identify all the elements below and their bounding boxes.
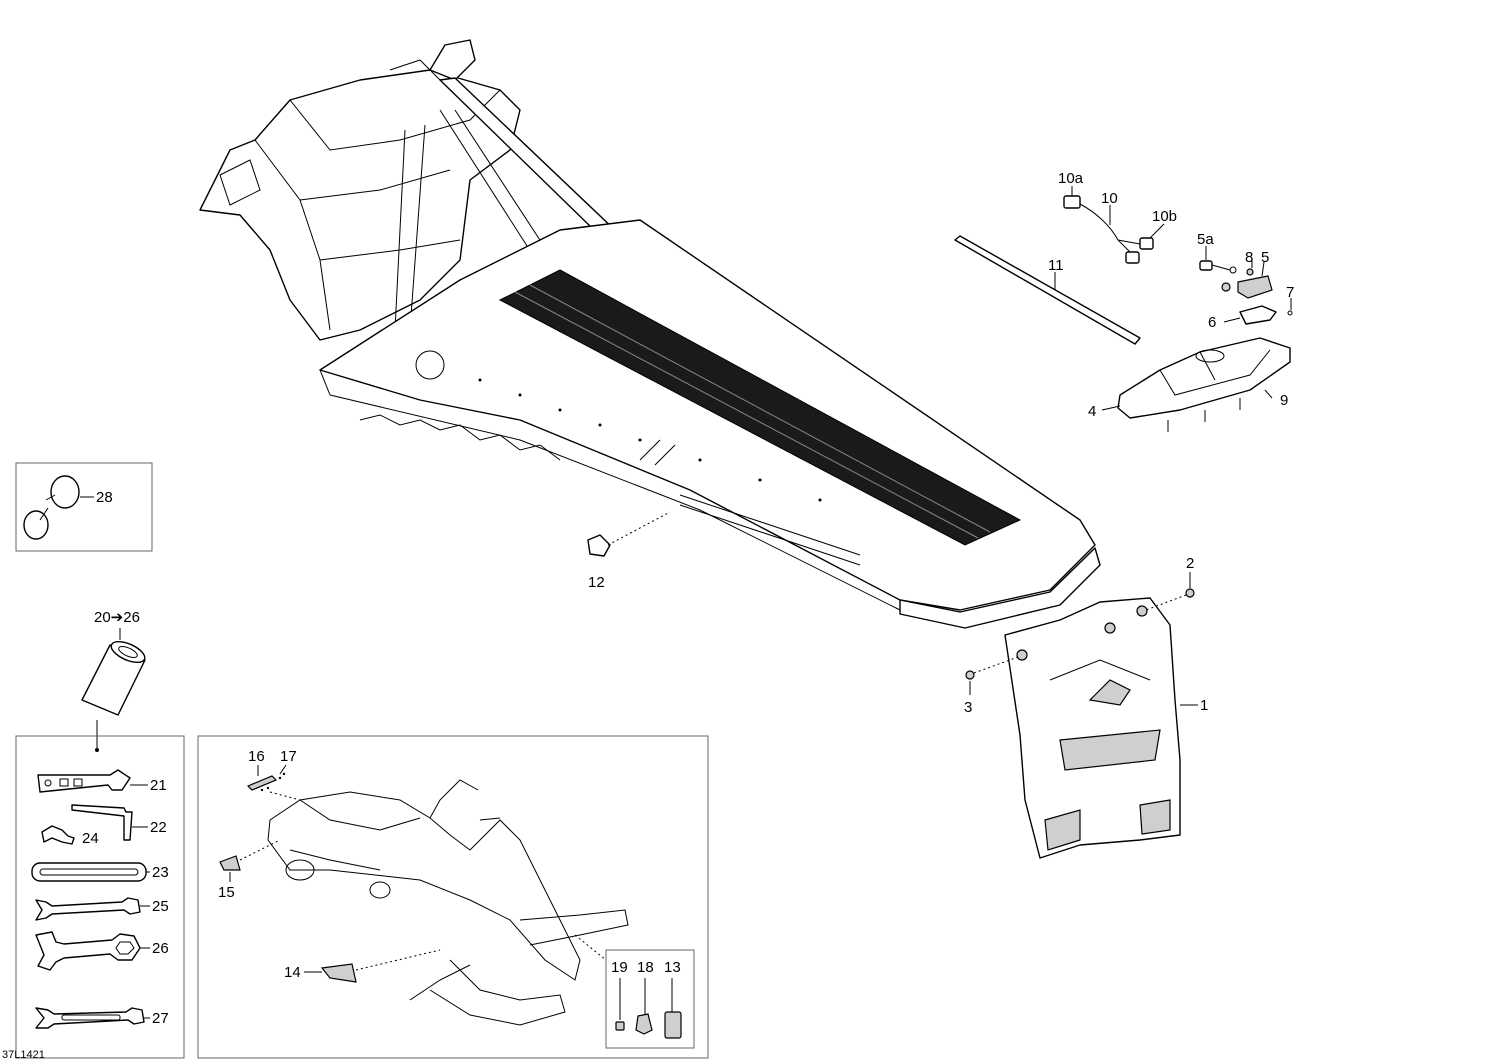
callout-17: 17	[280, 748, 297, 765]
callout-8: 8	[1245, 249, 1253, 266]
callout-19: 19	[611, 959, 628, 976]
tool-list-box: 21 22 24 23 25 26	[15, 735, 185, 1059]
part-28-box: 28	[15, 462, 153, 552]
decal-box: 16 17 15 14 19 18 13	[197, 735, 709, 1059]
callout-9: 9	[1280, 392, 1288, 409]
tool-21-spanner: 21	[37, 769, 167, 794]
tool-27-wrench: 27	[35, 1007, 169, 1029]
callout-2: 2	[1186, 555, 1194, 572]
callout-23: 23	[152, 864, 169, 881]
chassis-frame	[199, 39, 1101, 629]
part-16-17-decal: 16 17	[246, 748, 301, 801]
callout-10b: 10b	[1152, 208, 1177, 225]
part-1-snowflap: 1 2 3	[964, 555, 1208, 859]
part-6-bracket: 6 7	[1208, 284, 1294, 331]
callout-27: 27	[152, 1010, 169, 1027]
snowmobile-outline	[267, 779, 629, 1026]
callout-13: 13	[664, 959, 681, 976]
callout-6: 6	[1208, 314, 1216, 331]
callout-11: 11	[1048, 257, 1064, 274]
callout-21: 21	[150, 777, 167, 794]
callout-24: 24	[82, 830, 99, 847]
callout-12: 12	[588, 574, 605, 591]
part-11-strip: 11	[954, 235, 1141, 345]
callout-18: 18	[637, 959, 654, 976]
callout-1: 1	[1200, 697, 1208, 714]
tool-25-wrench: 25	[35, 897, 169, 921]
callout-15: 15	[218, 884, 235, 901]
figure-code: 37L1421	[2, 1049, 45, 1061]
callout-4: 4	[1088, 403, 1096, 420]
callout-16: 16	[248, 748, 265, 765]
callout-5: 5	[1261, 249, 1269, 266]
tool-26-combo-wrench: 26	[35, 931, 169, 971]
part-13-18-19-box: 19 18 13	[574, 934, 695, 1049]
callout-3: 3	[964, 699, 972, 716]
callout-10: 10	[1101, 190, 1118, 207]
callout-20-26: 20➔26	[94, 609, 140, 626]
part-10-harness: 10a 10 10b	[1058, 170, 1177, 264]
callout-22: 22	[150, 819, 167, 836]
part-5-taillight: 5a 8 5	[1197, 231, 1273, 299]
callout-26: 26	[152, 940, 169, 957]
tool-22-hex-key: 22	[71, 804, 167, 841]
part-15-decal: 15	[218, 839, 281, 901]
callout-25: 25	[152, 898, 169, 915]
tool-24-hook: 24	[41, 825, 99, 847]
callout-28: 28	[96, 489, 113, 506]
part-4-housing: 4 9	[1088, 337, 1291, 432]
callout-10a: 10a	[1058, 170, 1084, 187]
part-20-26-toolkit: 20➔26	[81, 609, 146, 752]
part-14-decal: 14	[284, 949, 441, 983]
callout-14: 14	[284, 964, 301, 981]
tool-23-bar: 23	[31, 862, 169, 882]
part-12-clip: 12	[587, 511, 671, 591]
callout-5a: 5a	[1197, 231, 1214, 248]
callout-7: 7	[1286, 284, 1294, 301]
